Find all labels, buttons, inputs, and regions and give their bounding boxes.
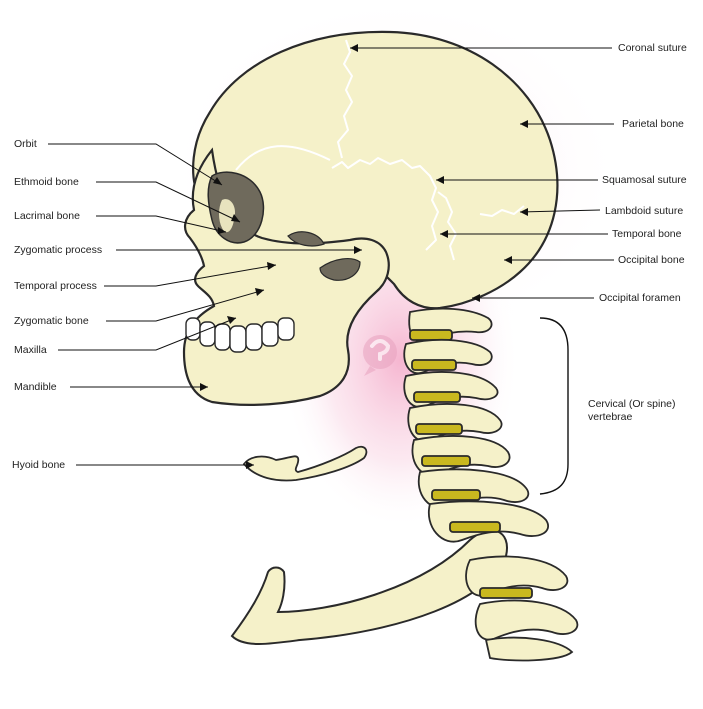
label-cervical-vertebrae-line1: Cervical (Or spine) bbox=[588, 398, 676, 410]
label-mandible: Mandible bbox=[14, 381, 57, 393]
label-occipital-bone: Occipital bone bbox=[618, 254, 685, 266]
label-hyoid-bone: Hyoid bone bbox=[12, 459, 66, 471]
zygomatic-cavity bbox=[319, 258, 361, 281]
label-maxilla: Maxilla bbox=[14, 344, 47, 356]
teeth bbox=[185, 317, 295, 353]
label-lambdoid-suture: Lambdoid suture bbox=[605, 205, 684, 217]
watermark-logo bbox=[363, 335, 397, 376]
leader-lines bbox=[48, 47, 614, 466]
label-squamosal-suture: Squamosal suture bbox=[602, 174, 687, 186]
label-lacrimal-bone: Lacrimal bone bbox=[14, 210, 80, 222]
hyoid bbox=[242, 445, 368, 482]
label-zygomatic-process: Zygomatic process bbox=[14, 244, 103, 256]
vertebrae-bracket bbox=[539, 317, 569, 495]
cervical-vertebrae bbox=[403, 307, 579, 662]
label-orbit: Orbit bbox=[14, 138, 37, 150]
clavicle bbox=[230, 529, 508, 645]
label-zygomatic-bone: Zygomatic bone bbox=[14, 315, 89, 327]
label-coronal-suture: Coronal suture bbox=[618, 42, 687, 54]
label-occipital-foramen: Occipital foramen bbox=[599, 292, 681, 304]
temporal-cavity bbox=[287, 231, 325, 247]
label-cervical-vertebrae-line2: vertebrae bbox=[588, 411, 633, 423]
label-ethmoid-bone: Ethmoid bone bbox=[14, 176, 79, 188]
leader-arrowheads bbox=[200, 44, 528, 469]
label-temporal-bone: Temporal bone bbox=[612, 228, 682, 240]
label-parietal-bone: Parietal bone bbox=[622, 118, 684, 130]
sutures bbox=[235, 39, 525, 261]
label-temporal-process: Temporal process bbox=[14, 280, 97, 292]
